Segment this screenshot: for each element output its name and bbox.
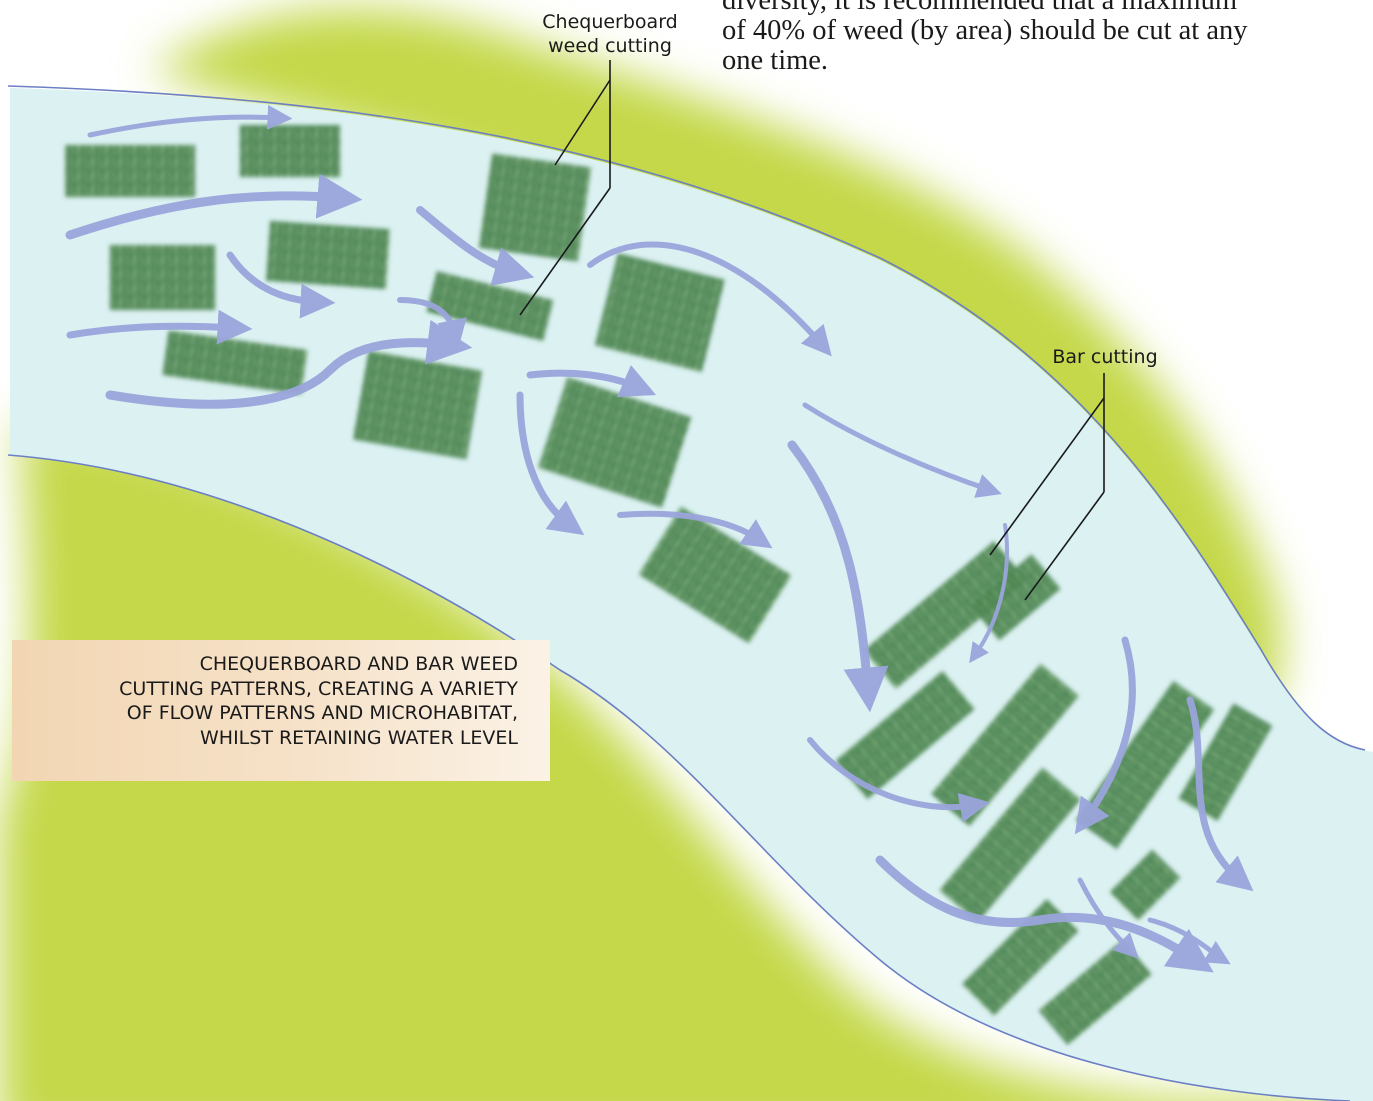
callout-label-line: Chequerboard xyxy=(520,10,700,34)
body-text-line: of 40% of weed (by area) should be cut a… xyxy=(722,16,1362,46)
body-text-line: one time. xyxy=(722,46,1362,76)
body-text-paragraph: diversity, it is recommended that a maxi… xyxy=(722,0,1362,76)
callout-label-bar: Bar cutting xyxy=(1030,345,1180,369)
weed-patch xyxy=(266,221,390,289)
body-text-line: diversity, it is recommended that a maxi… xyxy=(722,0,1362,16)
weed-patch xyxy=(110,245,215,310)
figure-caption: CHEQUERBOARD AND BAR WEED CUTTING PATTER… xyxy=(12,652,518,750)
weed-patch xyxy=(479,153,591,261)
caption-line: CHEQUERBOARD AND BAR WEED xyxy=(12,652,518,677)
weed-patch xyxy=(240,125,340,177)
callout-label-line: Bar cutting xyxy=(1030,345,1180,369)
caption-line: CUTTING PATTERNS, CREATING A VARIETY xyxy=(12,677,518,702)
callout-label-chequerboard: Chequerboard weed cutting xyxy=(520,10,700,58)
caption-line: OF FLOW PATTERNS AND MICROHABITAT, xyxy=(12,701,518,726)
figure-caption-box: CHEQUERBOARD AND BAR WEED CUTTING PATTER… xyxy=(12,640,550,781)
callout-label-line: weed cutting xyxy=(520,34,700,58)
weed-patch xyxy=(65,145,195,197)
caption-line: WHILST RETAINING WATER LEVEL xyxy=(12,726,518,751)
